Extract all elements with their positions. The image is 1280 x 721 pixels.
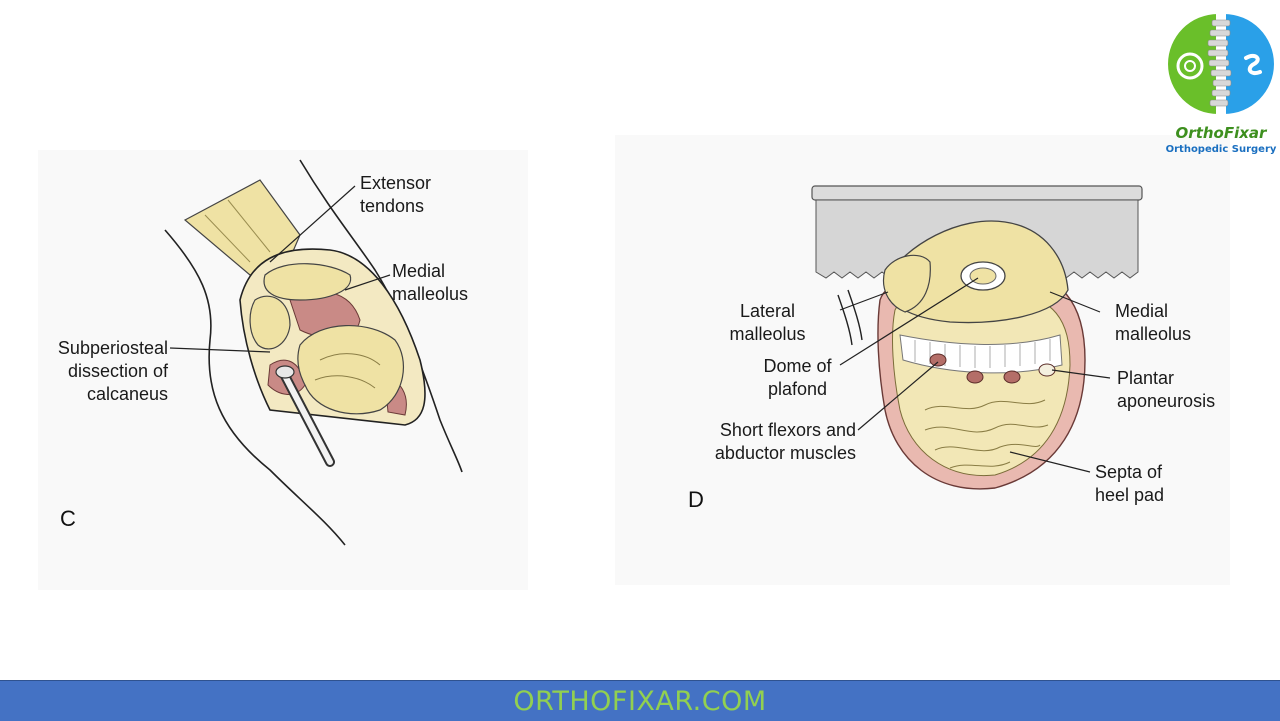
label-text: Dome of bbox=[763, 356, 832, 376]
leader-subperiosteal bbox=[169, 347, 271, 353]
label-text: Lateral bbox=[739, 301, 796, 321]
label-text: dissection of bbox=[67, 361, 168, 381]
label-subperiosteal: Subperiosteal dissection of calcaneus bbox=[38, 337, 168, 406]
leg-outline-d-2 bbox=[837, 294, 853, 346]
label-short-flexors: Short flexors and abductor muscles bbox=[688, 419, 856, 465]
leader-short bbox=[857, 361, 939, 431]
malleolus-bone bbox=[263, 263, 352, 301]
anatomy-figure: Extensor tendons Medial malleolus Subper… bbox=[38, 159, 1216, 546]
label-lateral-malleolus: Lateral malleolus bbox=[720, 300, 815, 346]
label-text: malleolus bbox=[1115, 324, 1192, 344]
leader-dome bbox=[839, 277, 979, 366]
leg-outline-left bbox=[164, 229, 346, 546]
label-text: tendons bbox=[360, 196, 425, 216]
leader-medial-d bbox=[1049, 291, 1101, 313]
label-text: Extensor bbox=[360, 173, 432, 193]
panel-c-illustration bbox=[164, 159, 463, 546]
spine-logo-icon bbox=[1168, 14, 1274, 114]
label-dome-of-plafond: Dome of plafond bbox=[755, 355, 840, 401]
footer-bar: ORTHOFIXAR.COM bbox=[0, 680, 1280, 721]
leader-lateral bbox=[839, 291, 889, 311]
footer-site-link[interactable]: ORTHOFIXAR.COM bbox=[513, 685, 767, 717]
label-plantar-aponeurosis: Plantar aponeurosis bbox=[1117, 367, 1215, 413]
panel-d-illustration bbox=[811, 185, 1143, 490]
panel-letter-c: C bbox=[60, 506, 76, 531]
logo-name: OrthoFixar bbox=[1175, 124, 1267, 142]
lateral-malleolus-bone bbox=[883, 254, 931, 313]
label-medial-malleolus-c: Medial malleolus bbox=[392, 260, 468, 306]
leader-septa bbox=[1009, 451, 1091, 473]
muscle-bundle-1 bbox=[929, 353, 947, 367]
label-text: heel pad bbox=[1095, 485, 1165, 505]
talus-bone bbox=[297, 324, 404, 415]
label-text: abductor muscles bbox=[714, 443, 856, 463]
label-text: Subperiosteal bbox=[57, 338, 168, 358]
label-text: aponeurosis bbox=[1117, 391, 1216, 411]
leader-medial bbox=[344, 274, 391, 291]
saw-back bbox=[811, 185, 1143, 201]
muscle-bundle-2 bbox=[966, 370, 984, 384]
logo-subtitle: Orthopedic Surgery bbox=[1165, 144, 1277, 155]
label-extensor-tendons: Extensor tendons bbox=[360, 172, 431, 218]
label-text: Medial bbox=[392, 261, 446, 281]
label-text: calcaneus bbox=[86, 384, 168, 404]
muscle-bundle-3 bbox=[1003, 370, 1021, 384]
label-septa-heel-pad: Septa of heel pad bbox=[1095, 461, 1164, 507]
label-text: Plantar bbox=[1117, 368, 1175, 388]
label-text: malleolus bbox=[729, 324, 806, 344]
label-text: Medial bbox=[1115, 301, 1169, 321]
leader-plantar bbox=[1051, 369, 1111, 379]
label-medial-malleolus-d: Medial malleolus bbox=[1115, 300, 1191, 346]
leader-extensor bbox=[269, 185, 356, 263]
orthofixar-logo[interactable]: OrthoFixar Orthopedic Surgery bbox=[1166, 6, 1276, 160]
calcaneus-bone bbox=[249, 295, 291, 350]
panel-letter-d: D bbox=[688, 487, 704, 512]
label-text: Septa of bbox=[1095, 462, 1163, 482]
leg-outline-d-1 bbox=[847, 289, 863, 341]
label-text: Short flexors and bbox=[719, 420, 856, 440]
label-text: malleolus bbox=[392, 284, 469, 304]
label-text: plafond bbox=[767, 379, 828, 399]
